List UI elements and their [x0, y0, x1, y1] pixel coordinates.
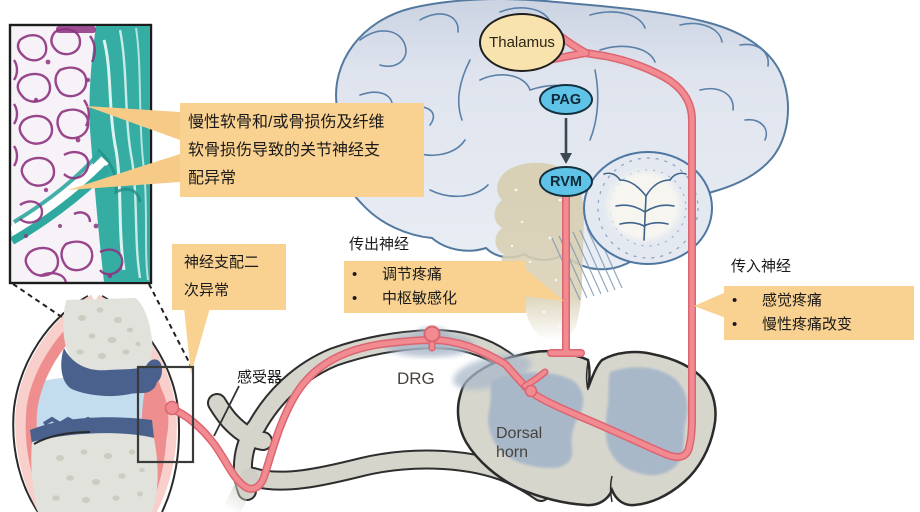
innervation-line-1: 慢性软骨和/或骨损伤及纤维: [188, 114, 385, 131]
callout-pointers: [68, 106, 726, 374]
pag-rvm-arrow: [560, 118, 572, 164]
dorsal-horn-synapse: [521, 368, 549, 398]
knee-joint-illustration: [12, 294, 181, 512]
thalamus-node: Thalamus: [479, 13, 565, 72]
femur: [63, 298, 153, 377]
dorsal-horn-label: Dorsal horn: [496, 425, 543, 461]
cartilage-defect-knob: [145, 359, 162, 384]
nociceptor-terminal: [164, 400, 180, 416]
innervation-line-2: 软骨损伤导致的关节神经支: [188, 142, 381, 159]
afferent-box-pointer: [694, 292, 726, 318]
femoral-cartilage: [61, 348, 158, 397]
tibia: [31, 431, 158, 512]
innervation-box-pointer-lower: [68, 154, 180, 190]
thalamus-label: Thalamus: [489, 34, 555, 51]
innervation-callout-box: 慢性软骨和/或骨损伤及纤维 软骨损伤导致的关节神经支 配异常: [180, 103, 424, 197]
pag-label: PAG: [550, 91, 582, 108]
arbor-vitae: [603, 172, 687, 241]
nerve-fibers: [164, 32, 696, 493]
drg-neuron: [423, 325, 441, 352]
efferent-fiber-path: [547, 192, 585, 357]
histology-white-channel: [11, 156, 109, 237]
histology-purple-specks: [24, 26, 113, 279]
bullet-icon: •: [352, 290, 358, 307]
cerebellum: [583, 151, 713, 265]
efferent-nerve-label: 传出神经: [349, 236, 410, 253]
innervation-line-3: 配异常: [188, 170, 237, 187]
zoom-rectangle: [136, 365, 195, 464]
histology-trabeculae: [12, 28, 124, 282]
rvm-label: RVM: [550, 173, 582, 190]
secondary-abnormality-callout-box: 神经支配二 次异常: [172, 244, 286, 310]
bullet-icon: •: [352, 266, 358, 283]
receptor-label: 感受器: [237, 369, 283, 386]
bullet-icon: •: [732, 316, 738, 333]
histology-image: [8, 23, 153, 285]
afferent-bullet-2: • 慢性疼痛改变: [724, 313, 914, 337]
nerve-sheath-fading-tail: [225, 468, 258, 512]
afferent-bullet-1: • 感觉疼痛: [724, 289, 914, 313]
midline-creases: [585, 361, 613, 503]
spinal-cord-gray-matter: [488, 367, 688, 476]
drg-label: DRG: [397, 369, 435, 388]
secondary-line-1: 神经支配二: [184, 254, 260, 271]
efferent-box-pointer: [524, 268, 564, 301]
secondary-line-2: 次异常: [184, 282, 230, 299]
rvm-node: RVM: [539, 166, 593, 197]
efferent-callout-box: • 调节疼痛 • 中枢敏感化: [344, 261, 526, 313]
innervation-box-pointer-upper: [86, 106, 180, 140]
efferent-bullet-2: • 中枢敏感化: [344, 287, 526, 311]
secondary-box-pointer: [184, 308, 210, 374]
bullet-icon: •: [732, 292, 738, 309]
receptor-leader-line: [213, 385, 240, 437]
root-entry-shading: [453, 354, 531, 390]
afferent-nerve-label: 传入神经: [731, 258, 792, 275]
pag-node: PAG: [539, 84, 593, 115]
afferent-callout-box: • 感觉疼痛 • 慢性疼痛改变: [724, 286, 914, 340]
efferent-bullet-1: • 调节疼痛: [344, 263, 526, 287]
